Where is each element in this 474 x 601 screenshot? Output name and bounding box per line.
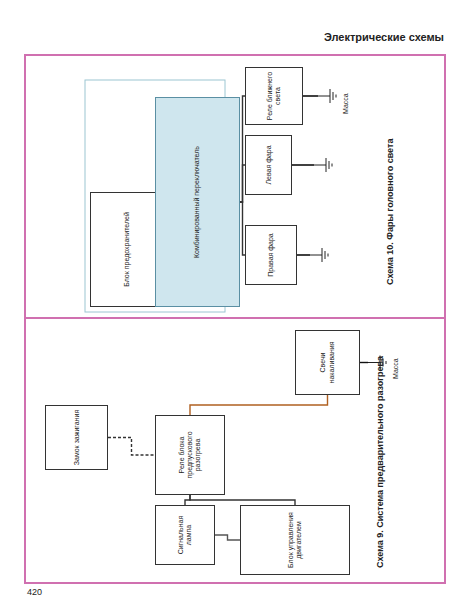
wire xyxy=(190,495,295,505)
component-label: Блок предохранителей xyxy=(123,212,131,287)
ground-symbol xyxy=(314,158,332,172)
switch-box: Комбинированный переключатель xyxy=(155,97,240,307)
wire xyxy=(190,395,328,415)
component-box: Правая фара xyxy=(245,225,297,285)
component-label: Сигнальная лампа xyxy=(177,509,193,561)
component-label: Блок управления двигателем xyxy=(287,509,303,571)
component-box: Сигнальная лампа xyxy=(155,505,215,565)
page-number: 420 xyxy=(26,587,43,597)
scheme-caption: Схема 10. Фары головного света xyxy=(385,139,395,285)
component-label: Комбинированный переключатель xyxy=(193,146,201,258)
scheme-caption: Схема 9. Система предварительного разогр… xyxy=(375,356,385,568)
component-box: Блок предохранителей xyxy=(90,192,165,307)
component-label: Свечи накаливания xyxy=(319,334,335,391)
wire xyxy=(108,438,155,456)
ground-symbol xyxy=(310,248,328,262)
component-label: Замок зажигания xyxy=(73,410,81,465)
component-box: Замок зажигания xyxy=(45,405,108,470)
wire xyxy=(215,535,240,540)
ground-symbol xyxy=(318,89,336,103)
ground-wire xyxy=(292,164,314,166)
component-label: Правая фара xyxy=(267,233,275,277)
component-box: Свечи накаливания xyxy=(295,330,360,395)
wire xyxy=(185,495,190,505)
ground-label: Масса xyxy=(392,357,399,380)
ground-wire xyxy=(297,254,310,256)
ground-wire xyxy=(360,362,368,363)
schematic-panel: Схема 9. Система предварительного разогр… xyxy=(30,322,440,580)
schematic-panel: Схема 10. Фары головного светаБлок предо… xyxy=(30,60,440,315)
component-label: Левая фара xyxy=(265,145,273,184)
component-label: Реле блока предпускового разогрева xyxy=(178,419,202,491)
component-box: Реле блока предпускового разогрева xyxy=(155,415,225,495)
component-box: Реле ближнего света xyxy=(245,67,303,125)
component-box: Левая фара xyxy=(245,135,292,195)
page-title: Электрические схемы xyxy=(324,31,444,43)
ground-label: Масса xyxy=(342,92,349,115)
ground-wire xyxy=(303,95,318,97)
component-label: Реле ближнего света xyxy=(266,71,282,121)
component-box: Блок управления двигателем xyxy=(240,505,350,575)
